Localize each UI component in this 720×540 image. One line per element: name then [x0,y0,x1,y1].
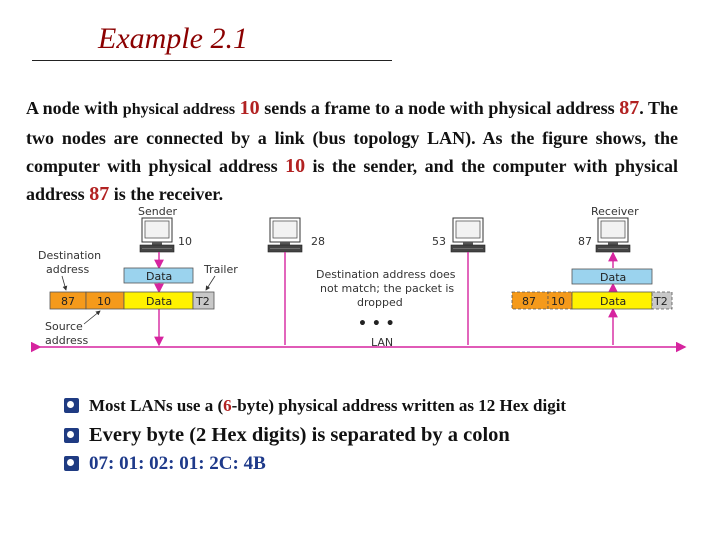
receiver-label: Receiver [591,205,639,218]
receiver-data-packet [571,268,653,285]
source-pointer [83,310,101,325]
bullet-item: 07: 01: 02: 01: 2C: 4B [64,450,566,478]
rx-frame-dest-field [511,291,549,310]
ellipsis: • • • [358,316,395,332]
bullet-text: Every byte (2 Hex digits) is separated b… [89,424,510,446]
address-28: 28 [311,235,325,248]
para-highlight: 10 [285,155,306,177]
bullet-item: Every byte (2 Hex digits) is separated b… [64,420,566,450]
frame-src-value: 10 [97,295,111,308]
page-title: Example 2.1 [98,22,248,55]
bullet-highlight: 6 [223,396,232,415]
rx-frame-trailer-field [651,291,673,310]
para-text: A node with [26,98,123,118]
trailer-label: Trailer [203,263,238,276]
data-label: Data [600,295,626,308]
para-highlight: 10 [239,97,260,119]
data-label: Data [146,295,172,308]
data-label: Data [600,271,626,284]
destination-address-label: Destination [38,249,101,262]
para-text: physical address [122,101,236,118]
mismatch-note: Destination address does [316,268,456,281]
computer-icon [139,217,175,253]
trailer-pointer [205,275,216,291]
lan-label: LAN [371,336,393,349]
bullet-item: Most LANs use a (6-byte) physical addres… [64,392,566,420]
para-text: is the receiver. [109,184,224,204]
para-text: . The two nodes are connected by a link … [26,98,679,176]
computer-icon [267,217,303,253]
title-underline [32,60,392,61]
frame-dest-value: 87 [61,295,75,308]
address-53: 53 [432,235,446,248]
para-highlight: 87 [89,183,110,205]
bullet-text: -byte) physical address written as 12 He… [231,396,567,415]
para-text: sends a frame to a node with physical ad… [259,98,620,118]
para-highlight: 87 [619,97,640,119]
bullet-icon [64,428,79,443]
example-paragraph: A node with physical address 10 sends a … [26,94,678,208]
mismatch-note: dropped [357,296,403,309]
bullet-icon [64,456,79,471]
frame-trailer-field [192,291,215,310]
computer-icon [595,217,631,253]
address-10: 10 [178,235,192,248]
rx-frame-dest-value: 87 [522,295,536,308]
source-address-label: address [45,334,88,347]
computer-icon [450,217,486,253]
bullet-icon [64,398,79,413]
data-label: Data [146,270,172,283]
address-87: 87 [578,235,592,248]
para-text: is the sender, and the computer with phy… [26,156,678,204]
bullet-text: 07: 01: 02: 01: 2C: 4B [89,453,266,474]
bullet-list: Most LANs use a (6-byte) physical addres… [64,392,566,478]
bullet-text: Most LANs use a ( [89,396,224,415]
lan-frame-figure: • • • LAN Sender 10 Data 87 10 Data T2 D… [31,205,687,353]
sender-label: Sender [138,205,177,218]
dest-pointer [61,275,68,291]
rx-frame-src-value: 10 [551,295,565,308]
t2-label: T2 [195,295,210,308]
mismatch-note: not match; the packet is [320,282,454,295]
destination-address-label: address [46,263,89,276]
source-address-label: Source [45,320,83,333]
t2-label: T2 [653,295,668,308]
